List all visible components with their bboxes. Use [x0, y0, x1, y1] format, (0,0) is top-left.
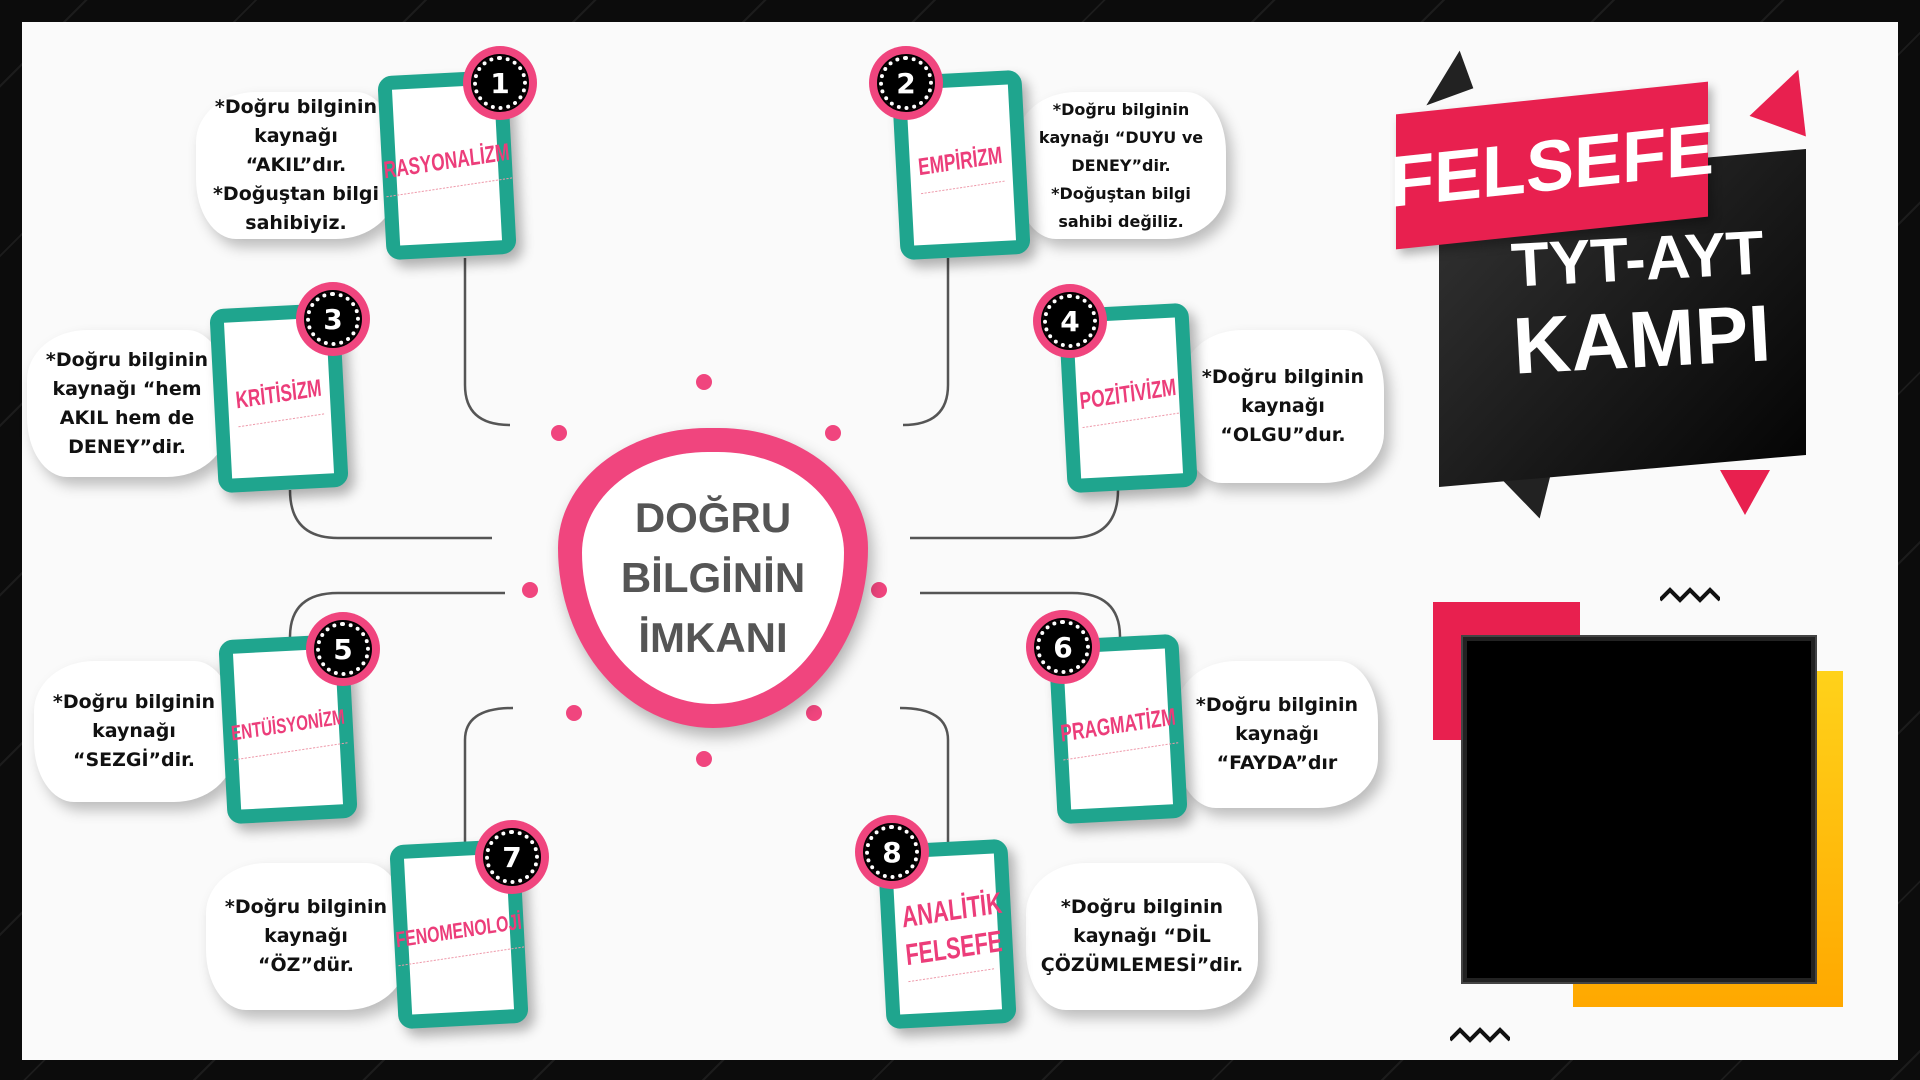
badge-number: 7 — [483, 828, 541, 886]
banner-subtitle: TYT-AYT KAMPI — [1476, 217, 1804, 394]
number-badge-6: 6 — [1026, 610, 1100, 684]
center-title-line: BİLGİNİN — [620, 554, 806, 601]
connector-6 — [920, 591, 1122, 638]
decor-dot — [806, 705, 822, 721]
decor-dot — [522, 582, 538, 598]
connector-2 — [902, 258, 950, 427]
card-title: EMPİRİZM — [916, 136, 1006, 194]
card-title: FENOMENOLOJİ — [393, 902, 525, 966]
card-title: ANALİTİK FELSEFE — [899, 886, 1004, 982]
zigzag-icon — [1450, 1027, 1510, 1043]
number-badge-8: 8 — [855, 815, 929, 889]
decor-dot — [551, 425, 567, 441]
decor-dot — [825, 425, 841, 441]
decor-dot — [696, 374, 712, 390]
connector-5 — [288, 591, 505, 638]
card-title: PRAGMATİZM — [1058, 698, 1178, 760]
decor-dot — [696, 751, 712, 767]
description-bubble-7: *Doğru bilginin kaynağı “ÖZ”dür. — [206, 863, 406, 1010]
video-placeholder — [1463, 637, 1815, 982]
decor-triangle — [1720, 470, 1770, 515]
badge-number: 6 — [1034, 618, 1092, 676]
banner-subtitle-line2: KAMPI — [1510, 288, 1773, 391]
badge-number: 3 — [304, 290, 362, 348]
decor-dot — [871, 582, 887, 598]
center-title-line: İMKANI — [638, 614, 788, 661]
number-badge-3: 3 — [296, 282, 370, 356]
center-title: DOĞRU BİLGİNİN İMKANI — [582, 452, 844, 704]
connector-1 — [463, 258, 511, 427]
badge-number: 2 — [877, 54, 935, 112]
badge-number: 4 — [1041, 292, 1099, 350]
number-badge-7: 7 — [475, 820, 549, 894]
description-bubble-3: *Doğru bilginin kaynağı “hem AKIL hem de… — [27, 330, 227, 477]
description-bubble-2: *Doğru bilginin kaynağı “DUYU ve DENEY”d… — [1016, 92, 1226, 239]
card-title: KRİTİSİZM — [233, 369, 325, 427]
description-bubble-1: *Doğru bilginin kaynağı “AKIL”dır. *Doğu… — [196, 92, 396, 239]
connector-8 — [899, 706, 950, 842]
center-title-line: DOĞRU — [634, 494, 792, 541]
description-bubble-5: *Doğru bilginin kaynağı “SEZGİ”dir. — [34, 661, 234, 802]
badge-number: 8 — [863, 823, 921, 881]
connector-7 — [463, 706, 514, 842]
badge-number: 5 — [314, 620, 372, 678]
decor-dot — [566, 705, 582, 721]
center-shield: DOĞRU BİLGİNİN İMKANI — [558, 428, 868, 728]
description-bubble-6: *Doğru bilginin kaynağı “FAYDA”dır — [1176, 661, 1378, 808]
number-badge-4: 4 — [1033, 284, 1107, 358]
zigzag-icon — [1660, 587, 1720, 603]
card-title: ENTÜİSYONİZM — [229, 698, 347, 760]
connector-3 — [288, 489, 492, 540]
card-title: POZİTİVİZM — [1077, 368, 1179, 428]
number-badge-1: 1 — [463, 46, 537, 120]
badge-number: 1 — [471, 54, 529, 112]
card-title: RASYONALİZM — [381, 133, 513, 197]
description-bubble-8: *Doğru bilginin kaynağı “DİL ÇÖZÜMLEMESİ… — [1026, 863, 1258, 1010]
number-badge-2: 2 — [869, 46, 943, 120]
description-bubble-4: *Doğru bilginin kaynağı “OLGU”dur. — [1182, 330, 1384, 483]
number-badge-5: 5 — [306, 612, 380, 686]
connector-4 — [910, 489, 1120, 540]
